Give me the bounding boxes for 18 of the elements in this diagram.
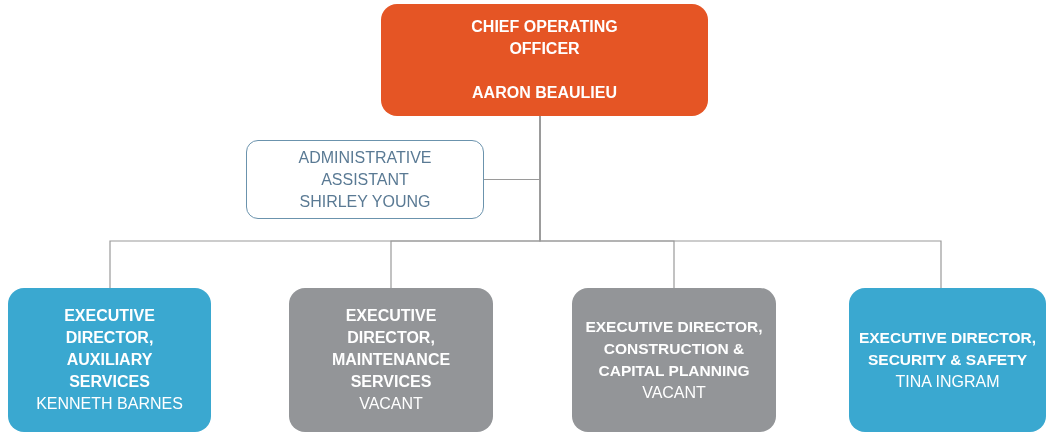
role-box — [381, 4, 708, 116]
role-box — [572, 288, 776, 432]
role-title: CHIEF OPERATING OFFICER — [470, 17, 619, 59]
person-name: TINA INGRAM — [894, 372, 1001, 392]
person-name: SHIRLEY YOUNG — [298, 191, 432, 212]
person-name: VACANT — [641, 383, 707, 403]
role-title: EXECUTIVE DIRECTOR, AUXILIARY SERVICES — [63, 306, 156, 392]
person-name: AARON BEAULIEU — [471, 83, 618, 103]
role-box — [246, 140, 484, 219]
role-box — [849, 288, 1046, 432]
role-box — [289, 288, 493, 432]
person-name: KENNETH BARNES — [35, 394, 184, 414]
person-name: VACANT — [358, 394, 424, 414]
role-title: ADMINISTRATIVE ASSISTANT — [297, 147, 433, 190]
role-box — [8, 288, 211, 432]
role-title: EXECUTIVE DIRECTOR, SECURITY & SAFETY — [857, 328, 1038, 370]
role-title: EXECUTIVE DIRECTOR, CONSTRUCTION & CAPITAL PLANNING — [584, 317, 764, 381]
role-title: EXECUTIVE DIRECTOR, MAINTENANCE SERVICES — [330, 306, 452, 392]
